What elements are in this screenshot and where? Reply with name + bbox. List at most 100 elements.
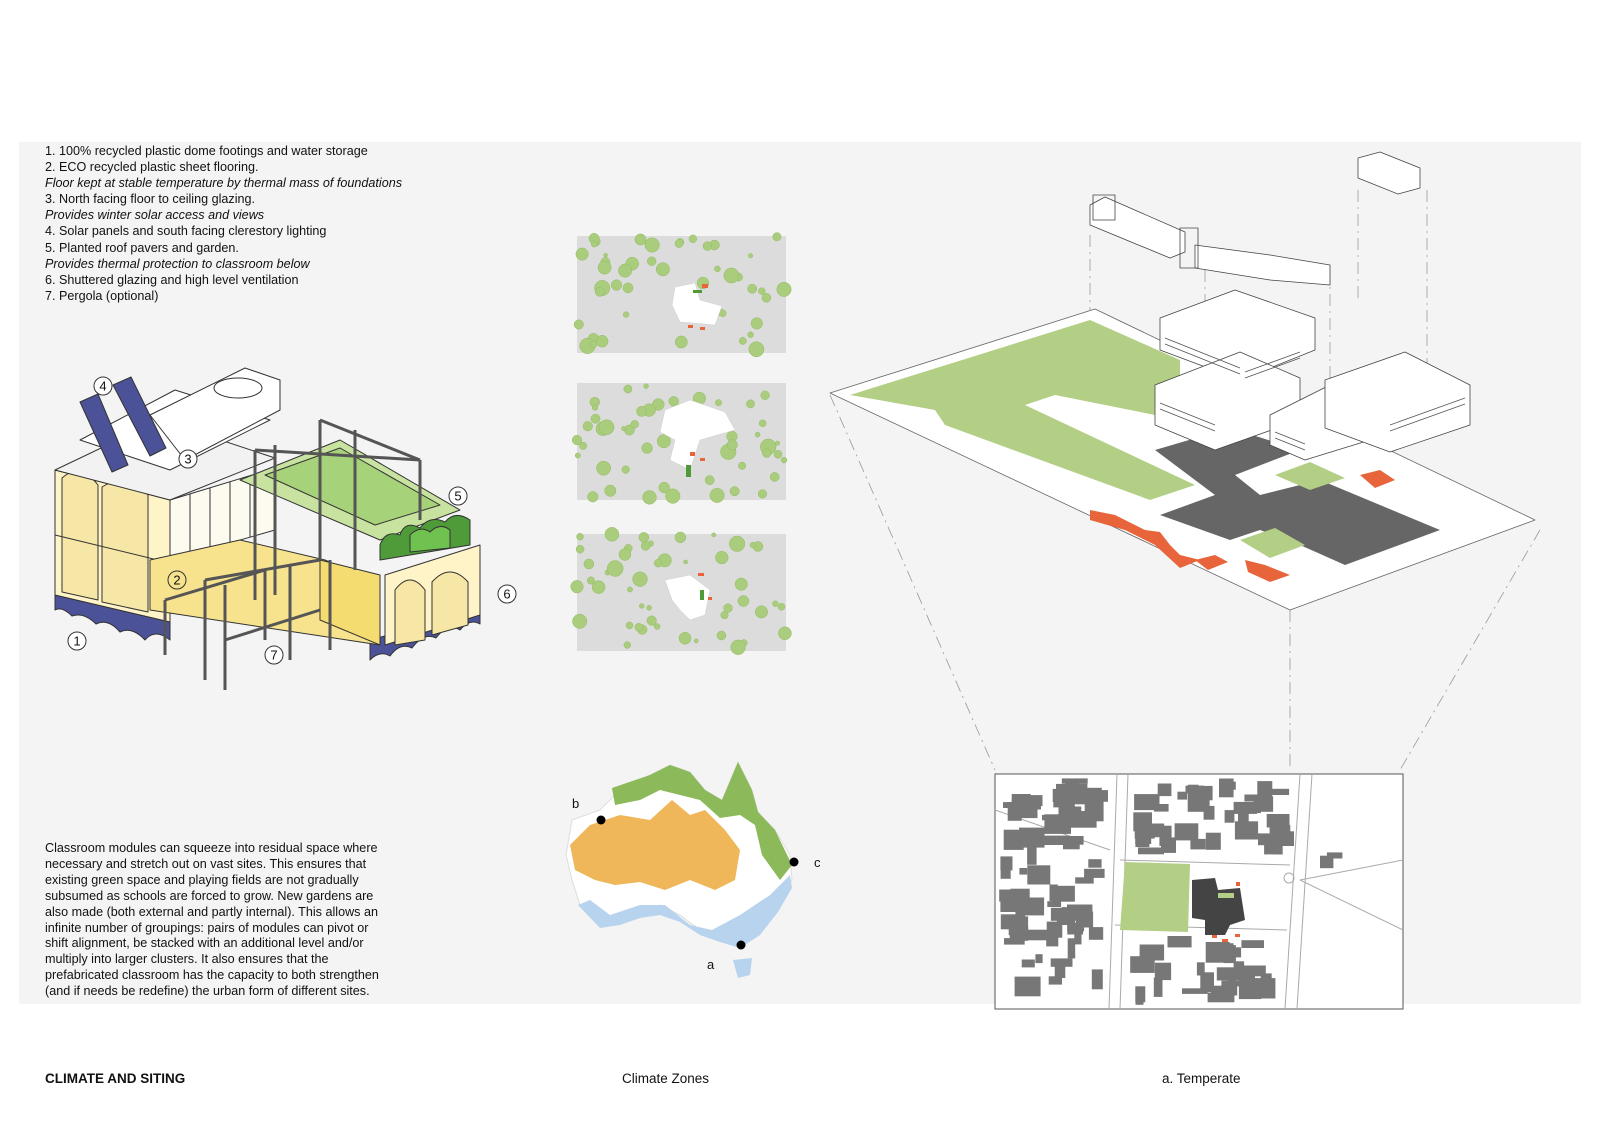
- map-label-b: b: [572, 796, 579, 811]
- tree: [604, 484, 617, 497]
- urban-block: [1320, 855, 1334, 869]
- tree: [738, 461, 747, 470]
- playing-field: [850, 320, 1195, 500]
- tree: [674, 531, 687, 544]
- zone-tropical: [612, 762, 792, 880]
- tree: [737, 595, 750, 607]
- site-plan-trees: [570, 232, 792, 655]
- legend-item-5: 5. Planted roof pavers and garden.: [45, 240, 239, 255]
- tree: [709, 487, 725, 503]
- tree: [591, 580, 606, 594]
- urban-block: [1061, 907, 1075, 925]
- tree: [625, 621, 634, 630]
- tree: [738, 337, 747, 345]
- tasmania: [733, 958, 752, 978]
- urban-block: [1135, 842, 1150, 848]
- urban-block: [1017, 796, 1041, 810]
- urban-block: [1257, 781, 1273, 801]
- paragraph-line: shift alignment, be stacked with an addi…: [45, 936, 364, 951]
- paragraph-line: subsumed as schools are forced to grow. …: [45, 888, 374, 903]
- tree: [643, 383, 649, 389]
- urban-block: [1025, 929, 1049, 941]
- tree: [773, 450, 783, 459]
- tree: [747, 283, 758, 294]
- urban-block: [1014, 976, 1041, 997]
- urban-block: [1074, 787, 1102, 805]
- urban-block: [1010, 888, 1030, 909]
- svg-text:6: 6: [503, 587, 510, 602]
- urban-block: [1234, 821, 1259, 840]
- legend-note-2: Floor kept at stable temperature by ther…: [45, 176, 403, 191]
- map-point-a: [736, 940, 746, 950]
- site-plan-buildings: [659, 282, 736, 621]
- svg-text:7: 7: [270, 648, 277, 663]
- callout-5: 5: [448, 486, 468, 506]
- urban-block: [1190, 838, 1206, 850]
- tree: [750, 317, 763, 330]
- urban-block: [1239, 965, 1266, 977]
- tree: [723, 603, 733, 613]
- callout-1: 1: [67, 631, 87, 651]
- tree: [749, 541, 756, 549]
- paragraph-line: Classroom modules can squeeze into resid…: [45, 841, 378, 855]
- tree: [761, 293, 772, 303]
- tree: [575, 544, 585, 554]
- tree: [582, 421, 593, 432]
- tree: [746, 399, 755, 409]
- section-title: CLIMATE AND SITING: [45, 1071, 186, 1086]
- urban-block: [1205, 832, 1221, 850]
- urban-block: [1075, 911, 1094, 928]
- tree: [656, 434, 671, 449]
- urban-block: [1153, 977, 1163, 997]
- tree: [621, 465, 630, 474]
- tree: [778, 626, 792, 641]
- orange-buildings: [1090, 470, 1395, 582]
- urban-block: [1098, 790, 1108, 802]
- urban-block: [1197, 785, 1213, 801]
- urban-building-blocks: [999, 778, 1343, 1005]
- urban-block: [1177, 791, 1188, 800]
- map-point-c: [789, 857, 799, 867]
- urban-block: [1091, 969, 1103, 990]
- urban-block: [1000, 867, 1011, 879]
- tree: [716, 630, 727, 641]
- tree: [636, 406, 647, 417]
- urban-block: [1027, 865, 1051, 885]
- urban-block: [1140, 823, 1165, 838]
- callout-3: 3: [178, 449, 198, 469]
- zone-arid: [570, 800, 740, 890]
- tree: [702, 241, 713, 251]
- tree: [760, 390, 770, 400]
- tree: [777, 603, 786, 611]
- legend-note-3: Provides winter solar access and views: [45, 208, 265, 223]
- tree: [757, 489, 767, 499]
- urban-block: [1067, 938, 1076, 959]
- tree: [748, 253, 754, 259]
- urban-block: [1154, 962, 1172, 981]
- urban-block: [1273, 842, 1283, 855]
- tree: [603, 253, 608, 258]
- urban-block: [1135, 836, 1152, 844]
- urban-block: [1084, 868, 1105, 878]
- tree: [658, 481, 670, 494]
- callout-4: 4: [93, 376, 113, 396]
- tree: [638, 532, 650, 543]
- tree: [597, 260, 612, 275]
- tree: [575, 247, 589, 261]
- svg-text:3: 3: [184, 452, 191, 467]
- solar-panel: [79, 393, 129, 473]
- urban-block: [1046, 931, 1059, 947]
- tree: [621, 426, 627, 432]
- school-axonometric: [829, 151, 1541, 771]
- tree: [734, 577, 748, 591]
- urban-block: [1135, 991, 1144, 1005]
- urban-block: [1084, 801, 1104, 822]
- tree: [723, 267, 740, 284]
- building-footprint: [1155, 428, 1440, 565]
- urban-block: [1019, 868, 1028, 875]
- map-label-a: a: [707, 957, 715, 972]
- tree: [606, 560, 624, 577]
- tree: [772, 232, 782, 242]
- tree: [572, 613, 588, 629]
